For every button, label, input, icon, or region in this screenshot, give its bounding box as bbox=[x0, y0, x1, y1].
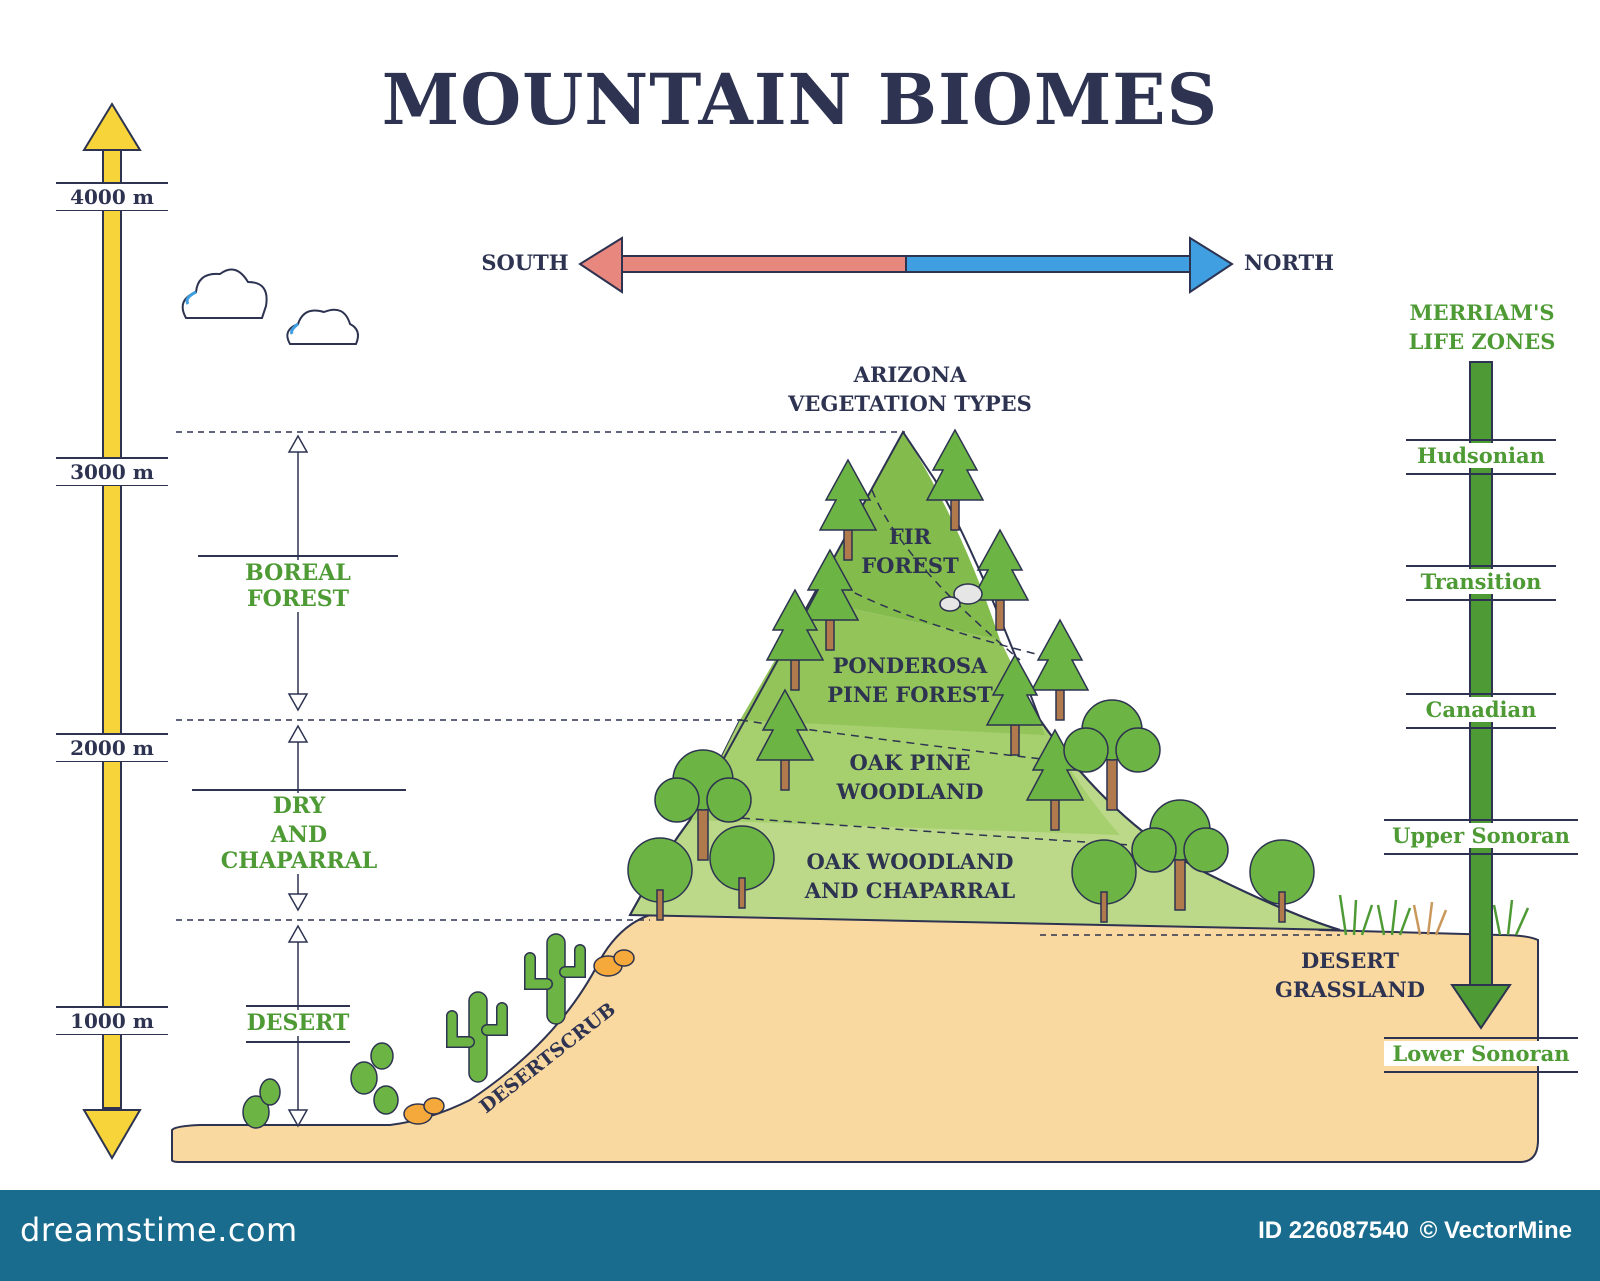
grass-icons bbox=[1338, 894, 1530, 936]
layer-divider-1 bbox=[871, 489, 1021, 661]
life-zone-hudsonian: Hudsonian bbox=[1406, 443, 1556, 468]
fir-forest-label-2: FOREST bbox=[861, 553, 959, 578]
life-zone-upper-sonoran: Upper Sonoran bbox=[1384, 823, 1578, 848]
life-zones-heading-1: MERRIAM'S bbox=[1409, 300, 1555, 325]
layer-divider-3 bbox=[739, 719, 1051, 761]
prickly-pear-icons bbox=[242, 1042, 399, 1129]
footer-credit: ID 226087540 © VectorMine bbox=[1254, 1217, 1572, 1245]
page-title: MOUNTAIN BIOMES bbox=[381, 58, 1219, 141]
mountain-ponderosa-layer bbox=[740, 600, 1045, 735]
oak-woodland-label-2: AND CHAPARRAL bbox=[804, 878, 1016, 903]
altitude-ticks bbox=[56, 182, 168, 1035]
dry-grass-icons bbox=[1412, 901, 1448, 936]
zone-label-boreal: BOREAL FOREST bbox=[198, 560, 398, 612]
rock-icons bbox=[403, 949, 635, 1125]
ponderosa-label-2: PINE FOREST bbox=[827, 682, 993, 707]
footer-site-text: dreamstime.com bbox=[20, 1211, 298, 1249]
altitude-label-3000: 3000 m bbox=[56, 459, 168, 485]
footer-author: © VectorMine bbox=[1419, 1217, 1572, 1244]
oak-woodland-label-1: OAK WOODLAND bbox=[806, 849, 1014, 874]
boulder-icon bbox=[939, 583, 983, 612]
altitude-label-2000: 2000 m bbox=[56, 735, 168, 761]
vegetation-heading-line-2: VEGETATION TYPES bbox=[788, 391, 1032, 416]
footer-bar: dreamstime.com ID 226087540 © VectorMine bbox=[0, 1190, 1600, 1281]
vegetation-heading-line-1: ARIZONA bbox=[853, 362, 967, 387]
ponderosa-label-1: PONDEROSA bbox=[832, 653, 988, 678]
life-zone-ticks bbox=[1384, 439, 1578, 1073]
fir-forest-label-1: FIR bbox=[888, 524, 932, 549]
direction-arrow bbox=[578, 236, 1234, 294]
life-zone-canadian: Canadian bbox=[1406, 697, 1556, 722]
south-label: SOUTH bbox=[481, 250, 569, 275]
north-label: NORTH bbox=[1243, 250, 1335, 275]
footer-id: ID 226087540 bbox=[1258, 1217, 1409, 1244]
altitude-arrow bbox=[82, 102, 142, 1160]
layer-divider-4 bbox=[699, 814, 1131, 846]
oak-pine-label-2: WOODLAND bbox=[836, 779, 984, 804]
altitude-label-1000: 1000 m bbox=[56, 1008, 168, 1034]
cloud-icon bbox=[181, 268, 359, 345]
mountain-fir-layer bbox=[810, 432, 1000, 640]
desert-grassland-label-2: GRASSLAND bbox=[1274, 977, 1425, 1002]
desert-grassland-label-1: DESERT bbox=[1300, 948, 1400, 973]
life-zones-heading-2: LIFE ZONES bbox=[1408, 329, 1556, 354]
life-zone-transition: Transition bbox=[1406, 569, 1556, 594]
life-zone-lower-sonoran: Lower Sonoran bbox=[1384, 1041, 1578, 1066]
zone-label-chaparral: AND CHAPARRAL bbox=[192, 822, 406, 874]
altitude-label-4000: 4000 m bbox=[56, 184, 168, 210]
oak-pine-label-1: OAK PINE bbox=[849, 750, 971, 775]
zone-label-desert: DESERT bbox=[246, 1010, 350, 1036]
